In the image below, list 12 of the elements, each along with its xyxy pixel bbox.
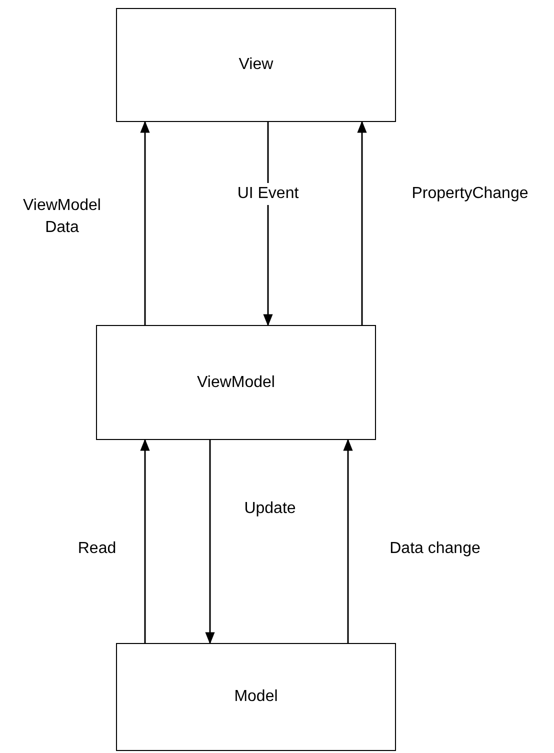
process-box [116,8,396,122]
arrow [205,440,215,644]
box-label: ViewModel [197,374,275,392]
arrow [140,120,150,325]
box-label: Model [234,688,278,706]
box-label: View [238,56,274,74]
arrow [357,120,367,325]
process-box [96,325,376,440]
arrow [343,438,353,643]
arrow [140,438,150,643]
process-box [116,643,396,751]
arrow [263,122,273,326]
